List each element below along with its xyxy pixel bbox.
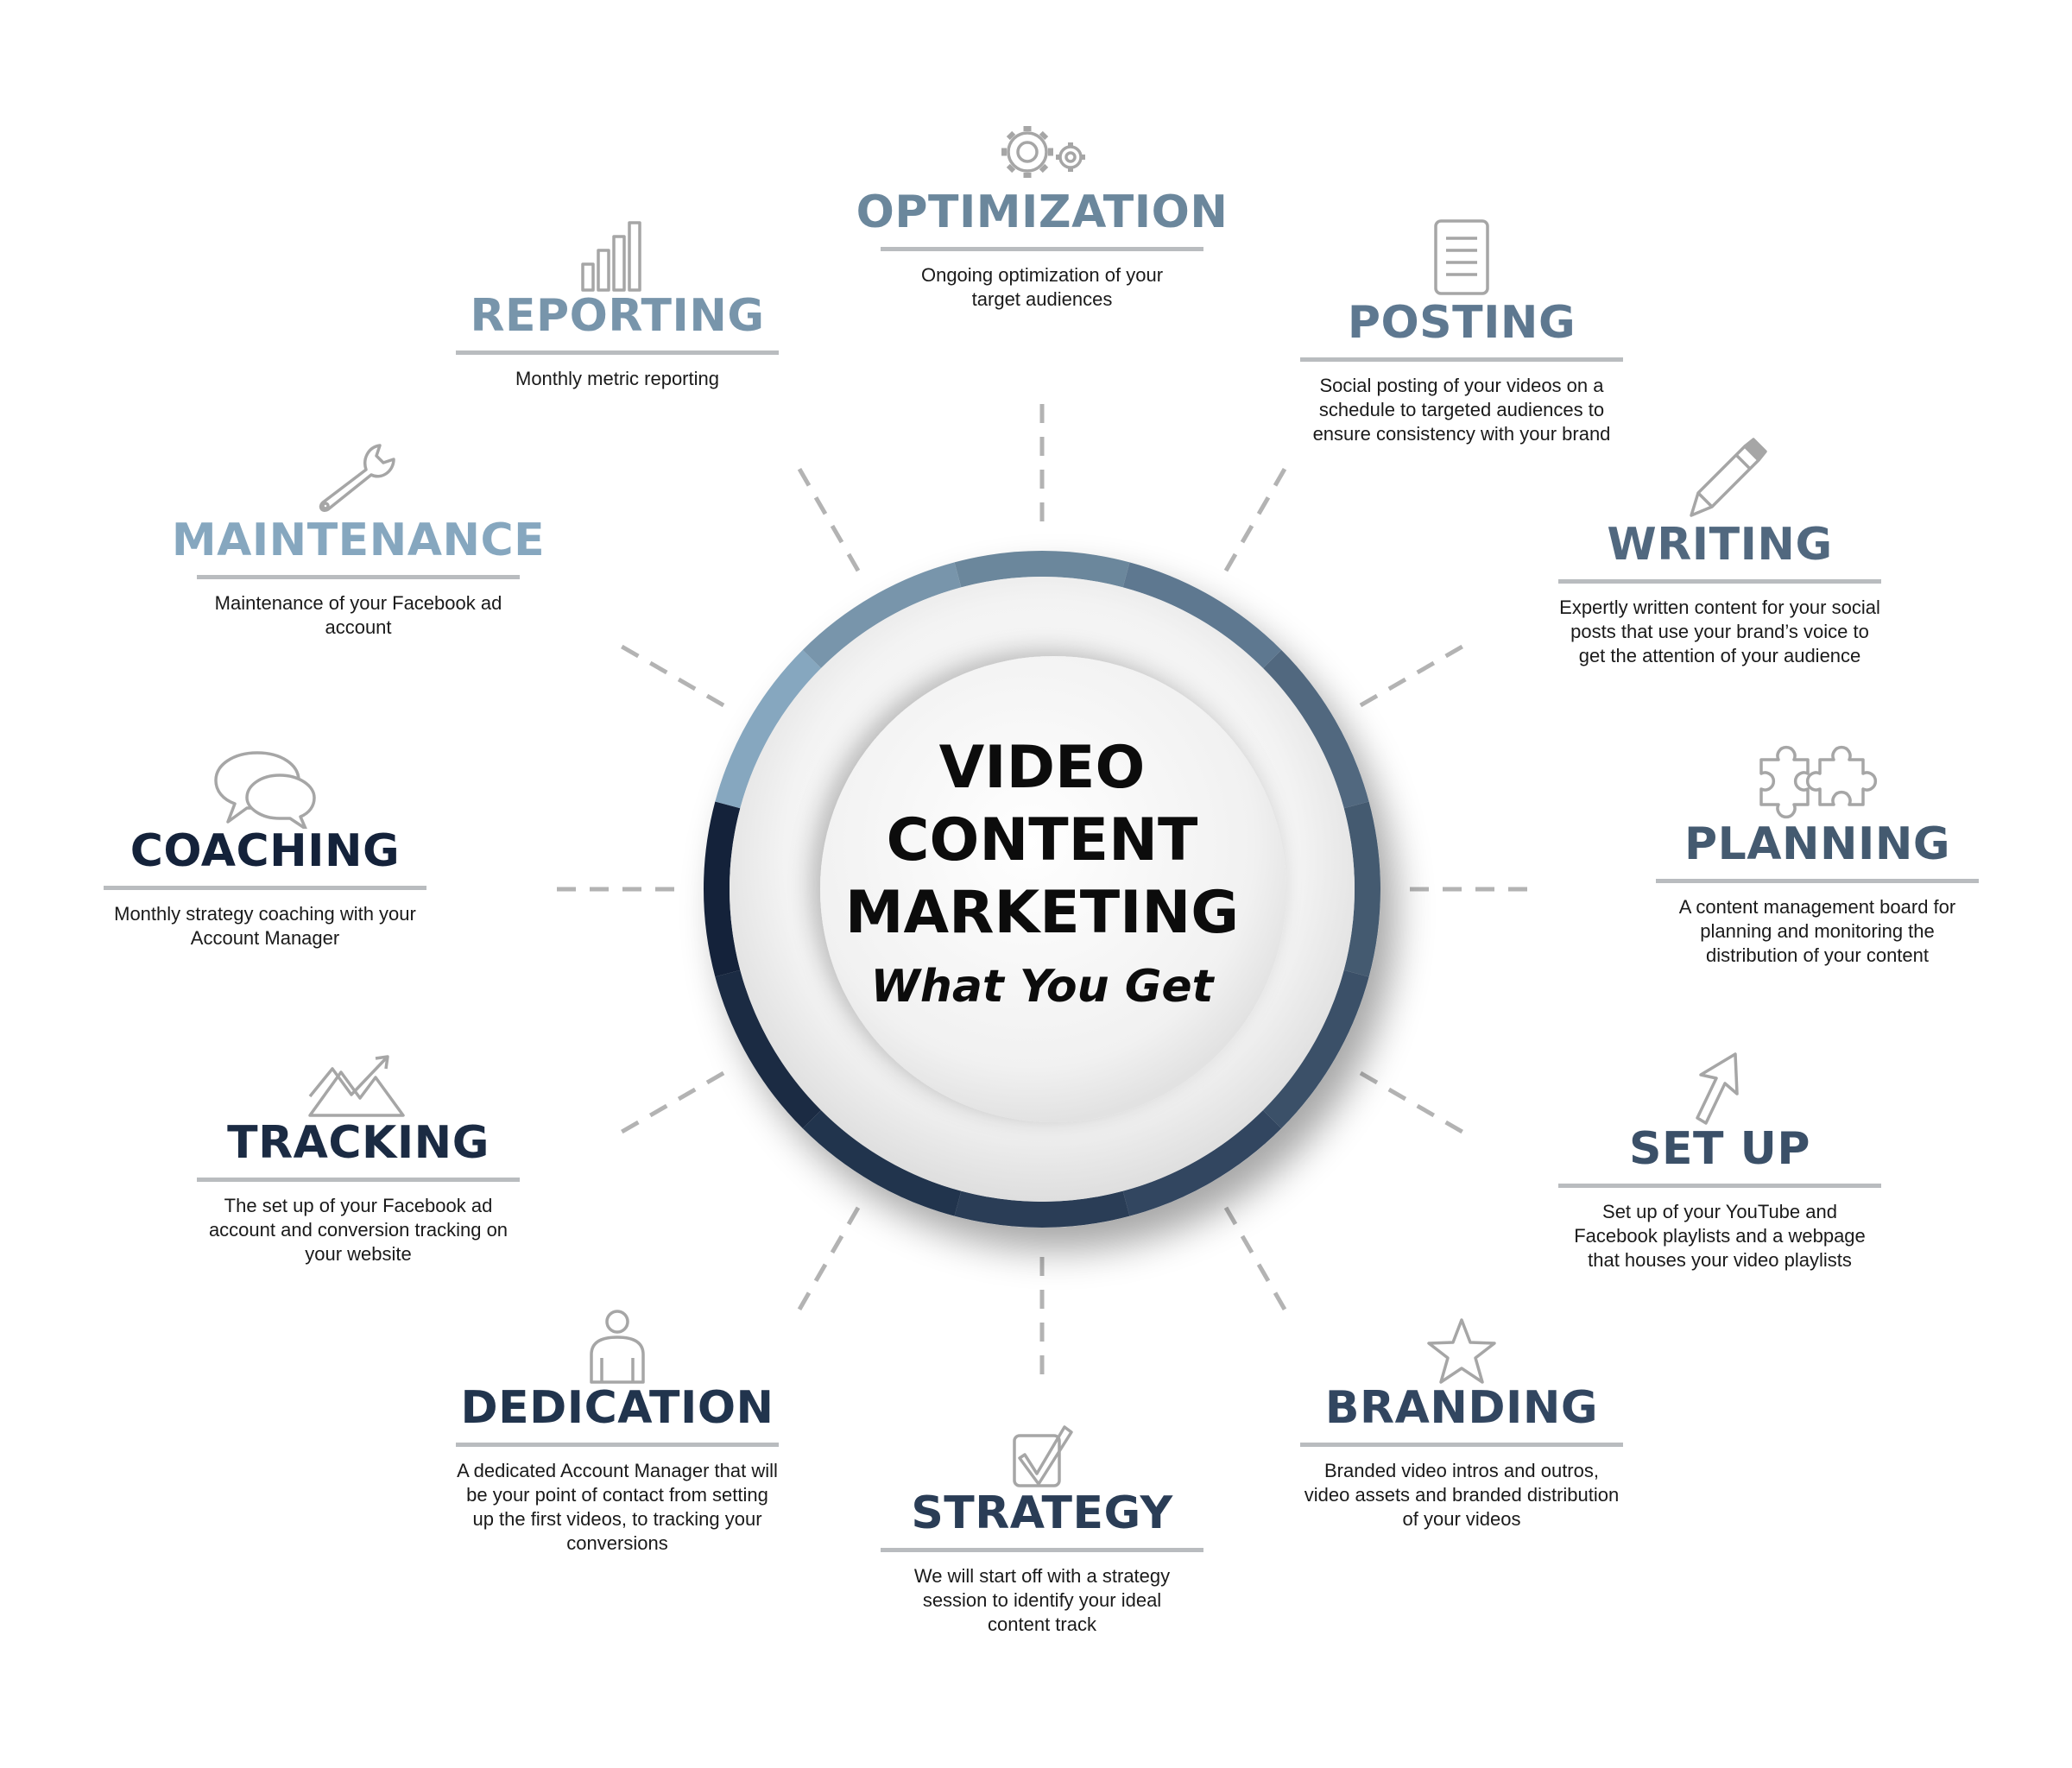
item-title: STRATEGY <box>911 1487 1173 1539</box>
ring-segment-coaching <box>704 801 741 977</box>
item-description: Monthly metric reporting <box>515 368 719 389</box>
item-title: DEDICATION <box>460 1382 774 1434</box>
item-title: WRITING <box>1607 519 1833 571</box>
bar-chart-icon <box>581 221 641 292</box>
item-reporting: REPORTING Monthly metric reporting <box>456 216 779 391</box>
item-description: Set up of your YouTube and Facebook play… <box>1574 1201 1866 1271</box>
ring-segment-tracking <box>715 969 822 1129</box>
item-branding: BRANDING Branded video intros and outros… <box>1300 1317 1623 1531</box>
item-posting: POSTING Social posting of your videos on… <box>1300 216 1623 446</box>
center-disc <box>704 551 1380 1228</box>
gears-icon <box>1001 126 1085 178</box>
divider <box>456 1443 779 1447</box>
pencil-icon <box>1690 438 1767 517</box>
ring-segment-dedication <box>802 1109 962 1216</box>
item-description: The set up of your Facebook ad account a… <box>208 1195 509 1265</box>
checkbox-icon <box>1013 1425 1073 1487</box>
divider <box>104 886 426 890</box>
divider <box>197 575 520 579</box>
divider <box>456 350 779 355</box>
item-coaching: COACHING Monthly strategy coaching with … <box>104 749 426 950</box>
segmented-ring <box>704 551 1380 1228</box>
connector-dedication <box>793 1206 861 1317</box>
divider <box>1558 1184 1881 1188</box>
item-title: PLANNING <box>1684 818 1951 870</box>
item-description: Maintenance of your Facebook ad account <box>214 592 502 638</box>
item-optimization: OPTIMIZATION Ongoing optimization of you… <box>856 112 1228 312</box>
person-icon <box>590 1310 645 1384</box>
item-title: SET UP <box>1629 1123 1810 1175</box>
connector-posting <box>1223 462 1291 572</box>
item-title: MAINTENANCE <box>171 515 546 566</box>
ring-segment-writing <box>1262 649 1369 809</box>
item-title: COACHING <box>130 825 401 877</box>
divider <box>881 247 1203 251</box>
item-description: We will start off with a strategy sessio… <box>913 1565 1171 1635</box>
item-planning: PLANNING A content management board for … <box>1656 736 1979 968</box>
ring-segment-maintenance <box>715 649 822 809</box>
item-title: BRANDING <box>1324 1382 1599 1434</box>
item-tracking: TRACKING The set up of your Facebook ad … <box>197 1053 520 1266</box>
divider <box>1300 357 1623 362</box>
ring-segment-optimization <box>954 551 1130 588</box>
item-description: Ongoing optimization of your target audi… <box>920 264 1164 310</box>
item-description: Social posting of your videos on a sched… <box>1312 375 1611 445</box>
item-description: A content management board for planning … <box>1678 896 1956 966</box>
cursor-arrow-icon <box>1696 1052 1739 1125</box>
item-title: REPORTING <box>470 290 765 342</box>
item-writing: WRITING Expertly written content for you… <box>1558 436 1881 668</box>
item-description: Monthly strategy coaching with your Acco… <box>114 903 416 949</box>
ring-segment-strategy <box>954 1190 1130 1228</box>
item-dedication: DEDICATION A dedicated Account Manager t… <box>456 1308 779 1556</box>
ring-segment-reporting <box>802 562 962 669</box>
star-icon <box>1427 1318 1496 1384</box>
wrench-icon <box>319 444 395 513</box>
trend-chart-icon <box>308 1055 405 1117</box>
connector-maintenance <box>615 641 725 708</box>
item-strategy: STRATEGY We will start off with a strate… <box>881 1420 1203 1637</box>
document-icon <box>1434 219 1489 295</box>
ring-segment-posting <box>1122 562 1282 669</box>
connector-branding <box>1223 1206 1291 1317</box>
item-title: POSTING <box>1347 297 1576 349</box>
connector-tracking <box>615 1070 725 1138</box>
item-description: Expertly written content for your social… <box>1559 597 1880 666</box>
chat-bubbles-icon <box>214 751 316 829</box>
ring-segment-planning <box>1343 801 1380 977</box>
divider <box>881 1548 1203 1552</box>
connector-setup <box>1359 1070 1469 1138</box>
divider <box>1656 879 1979 883</box>
center-title-line-2: CONTENT <box>887 806 1198 875</box>
ring-segment-branding <box>1122 1109 1282 1216</box>
divider <box>1558 579 1881 584</box>
connector-reporting <box>793 462 861 572</box>
inner-disc <box>820 656 1286 1122</box>
center-subtitle: What You Get <box>870 961 1215 1013</box>
item-title: TRACKING <box>227 1117 490 1169</box>
ring-segment-setup <box>1262 969 1369 1129</box>
connector-writing <box>1359 641 1469 708</box>
item-maintenance: MAINTENANCE Maintenance of your Facebook… <box>172 440 545 640</box>
item-description: A dedicated Account Manager that will be… <box>457 1460 778 1554</box>
puzzle-icon <box>1759 745 1878 819</box>
item-setup: SET UP Set up of your YouTube and Facebo… <box>1558 1049 1881 1272</box>
divider <box>197 1178 520 1182</box>
item-title: OPTIMIZATION <box>856 186 1229 238</box>
item-description: Branded video intros and outros, video a… <box>1304 1460 1620 1530</box>
divider <box>1300 1443 1623 1447</box>
center-title-line-3: MARKETING <box>845 879 1239 947</box>
connector-lines <box>550 397 1534 1381</box>
center-title-line-1: VIDEO <box>939 734 1146 802</box>
